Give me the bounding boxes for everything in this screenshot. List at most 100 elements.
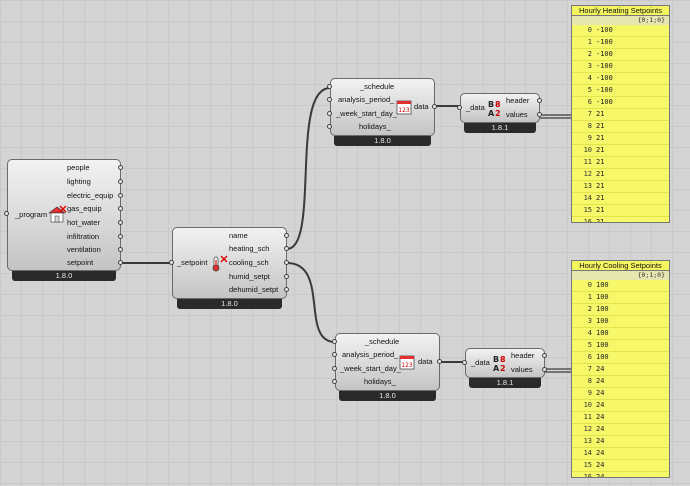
deconstruct-component-body[interactable] (460, 93, 540, 123)
output-grip[interactable] (118, 234, 123, 239)
output-grip[interactable] (118, 206, 123, 211)
input-grip[interactable] (462, 360, 467, 365)
output-grip[interactable] (437, 359, 442, 364)
output-electric-equip: electric_equip (67, 191, 114, 200)
output-hot-water: hot_water (67, 218, 100, 227)
version-bar: 1.8.0 (334, 136, 431, 146)
input-holidays: holidays_ (359, 122, 391, 131)
row-value: 24 (596, 461, 605, 469)
input-grip[interactable] (327, 97, 332, 102)
schedule-component-body[interactable] (330, 78, 435, 136)
panel-row: 11 24 (572, 412, 669, 424)
row-value: -100 (596, 74, 613, 82)
input-grip[interactable] (457, 105, 462, 110)
deconstruct-component-body[interactable] (465, 348, 545, 378)
setpoint-component[interactable]: _setpoint name heating_sch cooling_sch h… (169, 227, 289, 309)
output-grip[interactable] (284, 246, 289, 251)
input-grip[interactable] (327, 84, 332, 89)
svg-text:8: 8 (500, 355, 506, 364)
input-grip[interactable] (327, 111, 332, 116)
output-grip[interactable] (118, 165, 123, 170)
row-value: 24 (596, 413, 605, 421)
svg-text:2: 2 (500, 364, 506, 372)
input-grip[interactable] (332, 366, 337, 371)
output-grip[interactable] (118, 220, 123, 225)
version-bar: 1.8.0 (339, 391, 436, 401)
deconstruct-data-top[interactable]: _data B 8 A 2 header values 1.8.1 (457, 93, 542, 133)
row-value: 24 (596, 365, 605, 373)
input-grip[interactable] (332, 352, 337, 357)
output-grip[interactable] (118, 260, 123, 265)
row-value: 21 (596, 146, 605, 154)
input-grip[interactable] (169, 260, 174, 265)
row-index: 9 (587, 389, 592, 397)
row-value: 100 (596, 293, 609, 301)
row-index: 13 (583, 182, 592, 190)
input-grip[interactable] (327, 124, 332, 129)
output-grip[interactable] (537, 98, 542, 103)
input-data-label: _data (466, 103, 485, 112)
output-humid-setpt: humid_setpt (229, 272, 270, 281)
row-index: 7 (587, 110, 592, 118)
panel-row: 1 100 (572, 292, 669, 304)
output-grip[interactable] (118, 179, 123, 184)
row-index: 1 (587, 293, 592, 301)
panel-row: 13 21 (572, 181, 669, 193)
input-grip[interactable] (4, 211, 9, 216)
input-grip[interactable] (332, 379, 337, 384)
row-index: 15 (583, 206, 592, 214)
output-grip[interactable] (284, 287, 289, 292)
version-bar: 1.8.0 (12, 271, 116, 281)
output-grip[interactable] (284, 274, 289, 279)
program-component-body[interactable] (7, 159, 121, 271)
row-index: 16 (583, 473, 592, 478)
output-grip[interactable] (542, 353, 547, 358)
row-index: 11 (583, 413, 592, 421)
output-grip[interactable] (284, 260, 289, 265)
svg-text:B: B (488, 100, 494, 109)
row-index: 1 (587, 38, 592, 46)
row-index: 4 (587, 329, 592, 337)
output-infiltration: infiltration (67, 232, 100, 241)
schedule-component-body[interactable] (335, 333, 440, 391)
input-grip[interactable] (332, 339, 337, 344)
output-grip[interactable] (537, 112, 542, 117)
output-grip[interactable] (542, 367, 547, 372)
row-value: -100 (596, 26, 613, 34)
schedule-to-data-top[interactable]: _schedule analysis_period_ _week_start_d… (327, 78, 437, 146)
program-component[interactable]: _program people lighting electric_equip … (4, 159, 123, 281)
row-value: -100 (596, 62, 613, 70)
input-analysis-period: analysis_period_ (338, 95, 395, 104)
input-week-start-day: _week_start_day_ (336, 109, 397, 118)
setpoint-component-body[interactable] (172, 227, 287, 299)
output-grip[interactable] (432, 104, 437, 109)
row-index: 10 (583, 401, 592, 409)
output-grip[interactable] (118, 247, 123, 252)
svg-text:2: 2 (495, 109, 501, 117)
row-value: 21 (596, 182, 605, 190)
schedule-to-data-bottom[interactable]: _schedule analysis_period_ _week_start_d… (332, 333, 442, 401)
wire-heating-sch (286, 87, 331, 250)
deconstruct-ab-icon: B 8 A 2 (492, 354, 508, 373)
row-index: 7 (587, 365, 592, 373)
output-people: people (67, 163, 90, 172)
output-grip[interactable] (118, 193, 123, 198)
output-grip[interactable] (284, 233, 289, 238)
deconstruct-data-bottom[interactable]: _data B 8 A 2 header values 1.8.1 (462, 348, 547, 388)
